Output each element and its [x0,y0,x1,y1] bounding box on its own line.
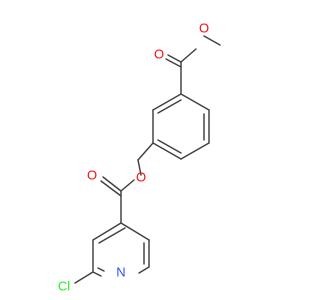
bond-ring-b-1-inner [98,227,126,244]
bond-ring-a-3 [180,142,210,160]
bond-c-o-top-a [167,54,182,63]
bond-c-o-mid-b [100,180,122,197]
bond-ring-a-4 [152,142,182,160]
atom-cl: Cl [58,278,70,293]
atom-o-ester-link: O [136,169,146,184]
bond-ring-cl [74,271,94,284]
atom-o-carbonyl-mid: O [87,167,97,182]
atom-o-methoxy: O [199,20,209,35]
bond-ring-a-6 [152,93,182,111]
bond-ring-b-1 [92,222,122,241]
bond-ring-ch2 [137,142,154,161]
bond-ring-a-4-inner [157,139,182,154]
bond-c-o-mid-a [102,176,122,192]
bond-ring-a-6-inner [157,99,182,114]
molecule-diagram: O O O O N Cl [57,20,221,294]
bond-ring-b-6 [120,222,150,241]
bond-ring-a-1 [180,93,210,111]
structure-svg: O O O O N Cl [58,20,221,293]
bond-ring-b-4 [138,266,150,274]
bond-o-c [120,179,135,192]
bond-o-carbonylc [180,48,197,63]
bond-ring-b-3-a [92,271,102,277]
bond-ring-b-3-inner [97,267,105,272]
bond-methyl-o [203,35,221,46]
bond-ch2-o [137,159,142,176]
atom-o-carbonyl-top: O [154,46,164,61]
bond-c-o-top-b [165,58,182,68]
atom-n-pyridine: N [116,264,125,279]
